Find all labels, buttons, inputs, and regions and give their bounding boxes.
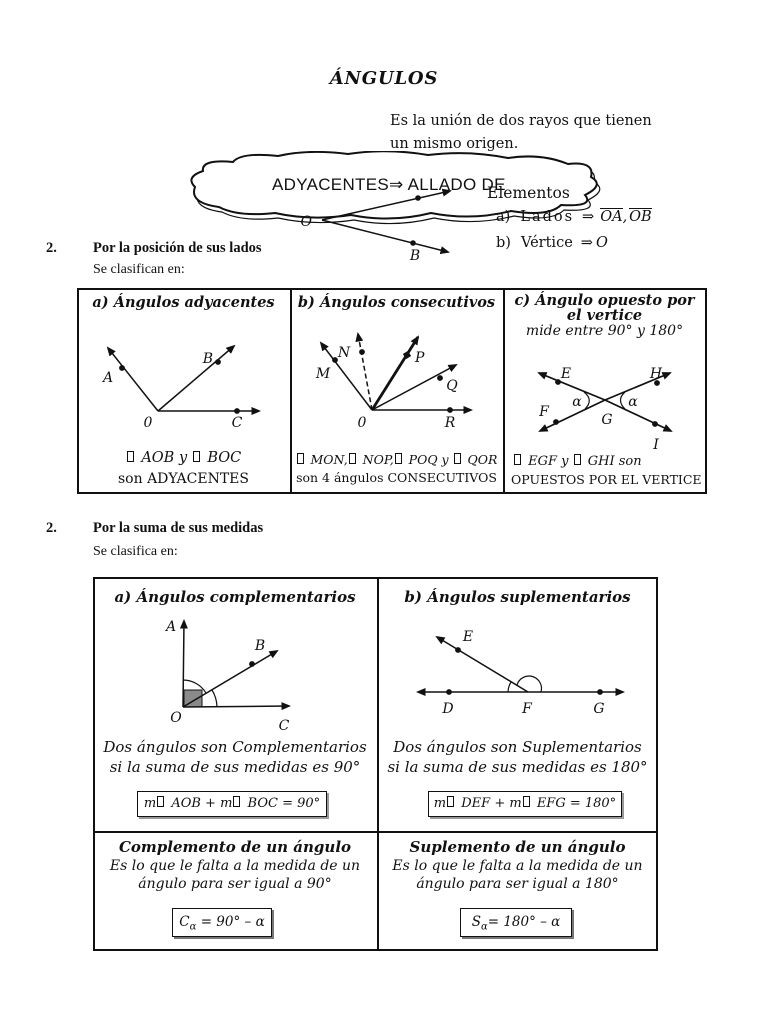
- complemento-line-1: Es lo que le falta a la medida de un: [109, 858, 361, 874]
- section2-heading: Por la suma de sus medidas: [93, 520, 264, 536]
- item-a-comma: ,: [622, 209, 628, 225]
- label-h: H: [649, 366, 663, 382]
- complementarios-caption-2: si la suma de sus medidas es 90°: [109, 758, 361, 776]
- table1-divider-2: [503, 290, 506, 492]
- formula-rest: = 90° – α: [200, 914, 265, 930]
- formula-sub: α: [480, 921, 488, 933]
- page-title: ÁNGULOS: [329, 68, 439, 89]
- label-b: B: [254, 638, 265, 654]
- label-g: G: [593, 701, 604, 717]
- item-b-num: b): [496, 235, 511, 251]
- formula-sub: α: [189, 921, 197, 933]
- label-q: Q: [446, 378, 458, 394]
- section1-heading: Por la posición de sus lados: [93, 240, 262, 256]
- elements-heading: Elementos: [487, 184, 570, 202]
- label-o: 0: [358, 415, 367, 431]
- consecutivos-figure: M N P Q 0 R: [315, 332, 473, 431]
- suplementarios-formula: m DEF + m EFG = 180°: [428, 791, 622, 817]
- elements-item-a: a) Lados ⇒ OA,OB: [496, 208, 652, 226]
- complementarios-caption-1: Dos ángulos son Complementarios: [103, 738, 367, 756]
- formula-lead: C: [179, 914, 190, 930]
- table2-divider-v: [377, 579, 380, 949]
- suplementarios-header: b) Ángulos suplementarios: [404, 588, 631, 606]
- consecutivos-header: b) Ángulos consecutivos: [297, 294, 496, 311]
- adyacentes-header: a) Ángulos adyacentes: [92, 294, 275, 311]
- label-g: G: [601, 412, 612, 428]
- label-n: N: [337, 345, 351, 361]
- intro-line-2: un mismo origen.: [390, 135, 519, 152]
- item-a-num: a): [496, 209, 511, 225]
- label-o: 0: [144, 415, 153, 431]
- label-b: B: [409, 248, 420, 264]
- elements-item-b: b) Vértice ⇒O: [496, 235, 608, 251]
- item-a-label: Lados: [520, 209, 575, 225]
- section1-number: 2.: [46, 240, 57, 256]
- label-e: E: [462, 629, 473, 645]
- suplemento-formula: Sα= 180° – α: [460, 908, 572, 937]
- formula-rest: = 180° – α: [487, 914, 561, 930]
- suplemento-header: Suplemento de un ángulo: [409, 838, 626, 856]
- formula-lead: S: [471, 914, 481, 930]
- intro-line-1: Es la unión de dos rayos que tienen: [390, 113, 652, 129]
- label-c: C: [279, 718, 290, 734]
- opuestos-header-1: c) Ángulo opuesto por: [514, 292, 695, 309]
- opuestos-caption-2: OPUESTOS POR EL VERTICE: [511, 472, 702, 487]
- suplemento-line-1: Es lo que le falta a la medida de un: [392, 858, 643, 874]
- table2-divider-h: [95, 831, 656, 834]
- rays-figure: O B: [301, 188, 452, 264]
- item-a-ray2: OB: [629, 208, 652, 225]
- suplemento-line-2: ángulo para ser igual a 180°: [416, 876, 619, 892]
- adyacentes-caption-1: AOB y BOC: [77, 450, 290, 466]
- complemento-formula: Cα = 90° – α: [172, 908, 272, 937]
- adyacentes-figure: A B 0 C: [101, 344, 261, 431]
- label-b: B: [202, 351, 213, 367]
- opuestos-subheader: mide entre 90° y 180°: [525, 323, 684, 339]
- section2-number: 2.: [46, 520, 57, 536]
- complementarios-formula: m AOB + m BOC = 90°: [137, 791, 327, 817]
- label-a: A: [164, 619, 176, 635]
- adyacentes-caption-2: son ADYACENTES: [117, 471, 249, 487]
- label-a: A: [101, 370, 113, 386]
- complementarios-header: a) Ángulos complementarios: [114, 588, 356, 606]
- label-alpha-right: α: [628, 394, 638, 410]
- table1-divider-1: [290, 290, 293, 492]
- opuestos-caption-1: EGF y GHI son: [513, 454, 703, 469]
- consecutivos-caption-2: son 4 ángulos CONSECUTIVOS: [296, 470, 497, 485]
- item-a-ray1: OA: [600, 208, 623, 225]
- sum-table: [93, 577, 658, 951]
- label-o: O: [301, 214, 313, 230]
- opuestos-figure: E H F G I α α: [537, 366, 673, 452]
- label-r: R: [444, 415, 456, 431]
- item-b-label: Vértice: [520, 235, 573, 251]
- label-i: I: [652, 437, 659, 452]
- section2-subheading: Se clasifica en:: [93, 544, 178, 559]
- label-alpha-left: α: [572, 394, 582, 410]
- item-a-arrow: ⇒: [582, 209, 595, 225]
- label-f: F: [521, 701, 533, 717]
- section1-subheading: Se clasifican en:: [93, 262, 185, 277]
- complemento-header: Complemento de un ángulo: [118, 838, 352, 856]
- label-f: F: [538, 404, 550, 420]
- label-d: D: [441, 701, 453, 717]
- item-b-value: O: [595, 235, 608, 251]
- suplementarios-caption-1: Dos ángulos son Suplementarios: [393, 738, 642, 756]
- intro-paragraph: Es la unión de dos rayos que tienen un m…: [390, 110, 652, 155]
- label-c: C: [232, 415, 243, 431]
- label-m: M: [315, 366, 331, 382]
- complemento-line-2: ángulo para ser igual a 90°: [138, 876, 332, 892]
- complementarios-figure: A B O C: [164, 619, 291, 734]
- label-e: E: [560, 366, 571, 382]
- consecutivos-caption-1: MON, NOP, POQ y QOR: [292, 452, 501, 467]
- opuestos-header-2: el vertice: [566, 307, 643, 324]
- item-b-arrow: ⇒: [580, 235, 593, 251]
- suplementarios-caption-2: si la suma de sus medidas es 180°: [387, 758, 648, 776]
- suplementarios-figure: E D F G: [416, 629, 625, 717]
- classification-table: [77, 288, 707, 494]
- label-p: P: [414, 350, 425, 366]
- label-o: O: [170, 710, 182, 726]
